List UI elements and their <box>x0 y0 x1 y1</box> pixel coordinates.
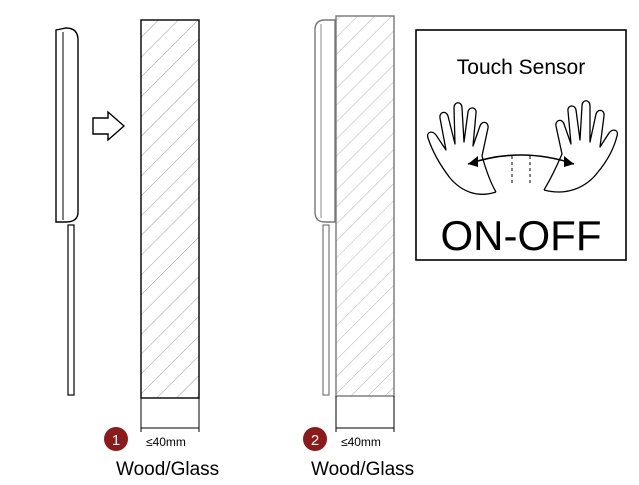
step2-badge: 2 <box>303 427 327 451</box>
swipe-arrow-icon <box>467 154 575 186</box>
on-off-label: ON-OFF <box>441 212 602 259</box>
step2-material-label: Wood/Glass <box>311 459 414 480</box>
touch-sensor-title: Touch Sensor <box>457 56 585 79</box>
step2-badge-number: 2 <box>311 432 319 449</box>
step1-badge-number: 1 <box>112 432 120 449</box>
step2-thickness-label: ≤40mm <box>341 435 381 449</box>
left-hand-icon <box>426 102 497 195</box>
step2-panel <box>335 15 395 397</box>
step1-thickness-label: ≤40mm <box>146 435 186 449</box>
step2-switch-unit <box>314 19 336 396</box>
right-hand-icon <box>543 100 619 193</box>
step1-thickness-dimension <box>140 398 200 432</box>
step2-thickness-dimension <box>335 396 395 432</box>
step1-material-label: Wood/Glass <box>116 459 219 480</box>
touch-sensor-box: Touch Sensor ON-OFF <box>415 29 627 261</box>
step1-switch-unit <box>55 27 79 396</box>
step1-badge: 1 <box>104 427 128 451</box>
step1-arrow-icon <box>92 110 126 142</box>
step1-panel <box>140 19 200 399</box>
